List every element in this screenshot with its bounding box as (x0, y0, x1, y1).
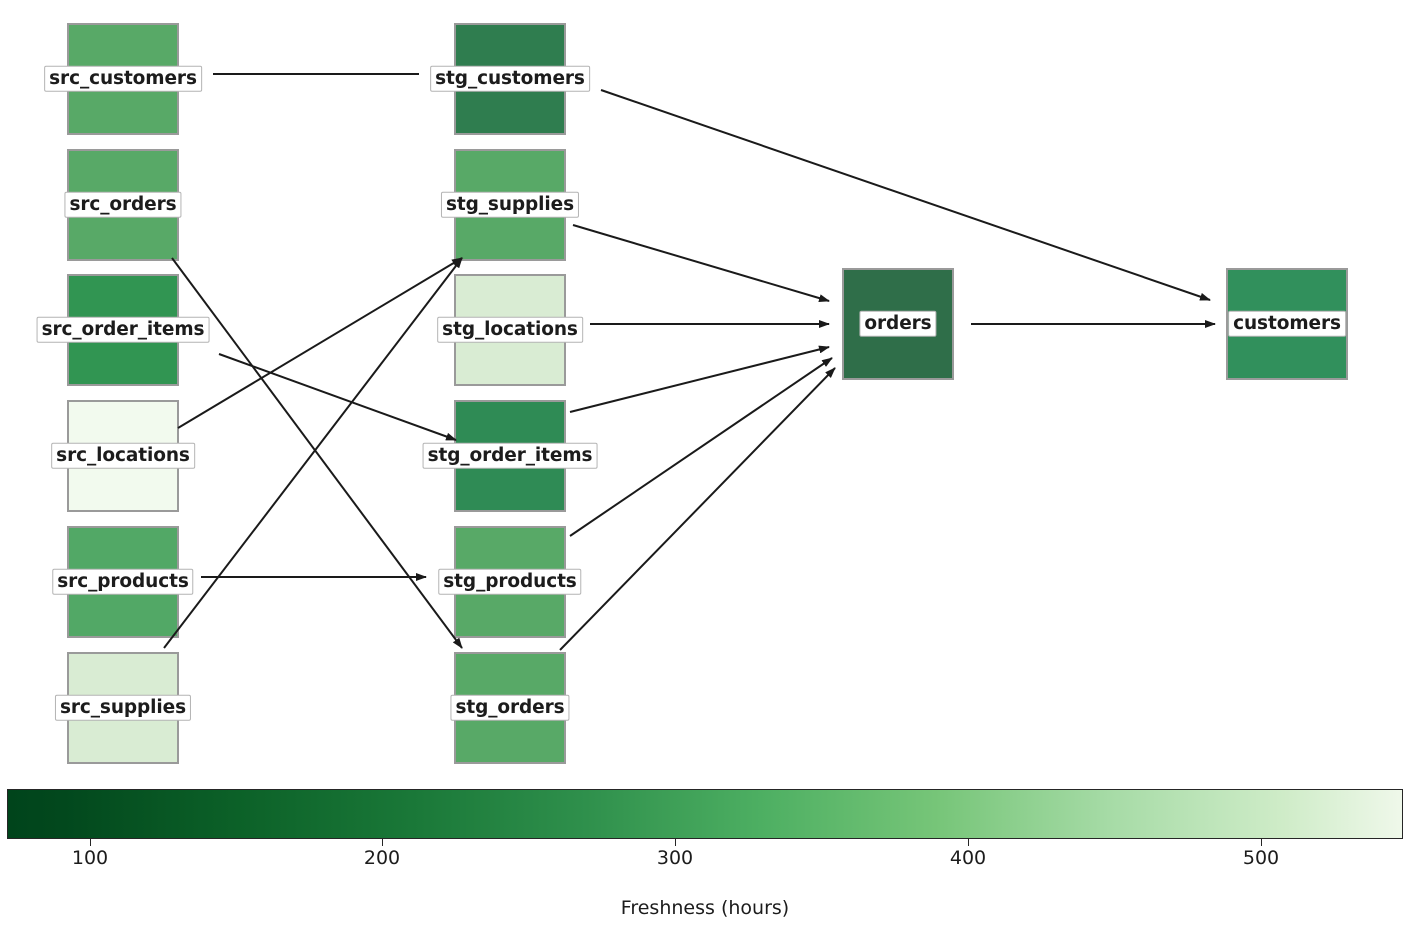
colorbar-tick-400 (968, 839, 969, 846)
edge-stg_supplies-to-orders (572, 224, 830, 302)
edge-stg_orders-to-orders (559, 367, 836, 651)
colorbar-ticklabel-200: 200 (363, 847, 401, 869)
edge-stg_products-to-orders (569, 357, 833, 537)
node-label-src_locations[interactable]: src_locations (51, 442, 195, 470)
node-label-src_supplies[interactable]: src_supplies (54, 694, 192, 722)
node-label-stg_locations[interactable]: stg_locations (437, 316, 583, 344)
colorbar-title: Freshness (hours) (620, 897, 790, 919)
edge-stg_customers-to-customers (600, 89, 1211, 301)
colorbar-gradient (7, 789, 1403, 839)
node-label-src_products[interactable]: src_products (52, 568, 194, 596)
node-label-stg_products[interactable]: stg_products (438, 568, 582, 596)
colorbar-ticklabel-400: 400 (949, 847, 987, 869)
edge-src_locations-to-stg_locations (177, 257, 463, 429)
node-label-src_orders[interactable]: src_orders (64, 191, 182, 219)
colorbar-ticklabel-300: 300 (656, 847, 694, 869)
colorbar-tick-500 (1261, 839, 1262, 846)
node-label-stg_customers[interactable]: stg_customers (430, 65, 590, 93)
node-label-stg_orders[interactable]: stg_orders (450, 694, 570, 722)
node-rect-layer (67, 23, 1348, 764)
colorbar-ticklabel-100: 100 (71, 847, 109, 869)
node-label-customers[interactable]: customers (1228, 310, 1346, 338)
node-label-src_customers[interactable]: src_customers (44, 65, 202, 93)
node-label-stg_supplies[interactable]: stg_supplies (440, 191, 580, 219)
edge-layer (163, 73, 1216, 651)
colorbar-tick-300 (675, 839, 676, 846)
edge-stg_order_items-to-orders (569, 345, 830, 413)
edge-src_order_items-to-stg_order_items (218, 353, 457, 441)
node-label-orders[interactable]: orders (859, 310, 937, 338)
colorbar-tick-200 (382, 839, 383, 846)
edge-src_supplies-to-stg_supplies (163, 257, 463, 649)
node-label-stg_order_items[interactable]: stg_order_items (422, 442, 598, 470)
edge-src_orders-to-stg_orders (171, 257, 463, 649)
node-label-src_order_items[interactable]: src_order_items (36, 316, 210, 344)
colorbar (7, 789, 1403, 839)
colorbar-tick-100 (90, 839, 91, 846)
colorbar-ticklabel-500: 500 (1242, 847, 1280, 869)
